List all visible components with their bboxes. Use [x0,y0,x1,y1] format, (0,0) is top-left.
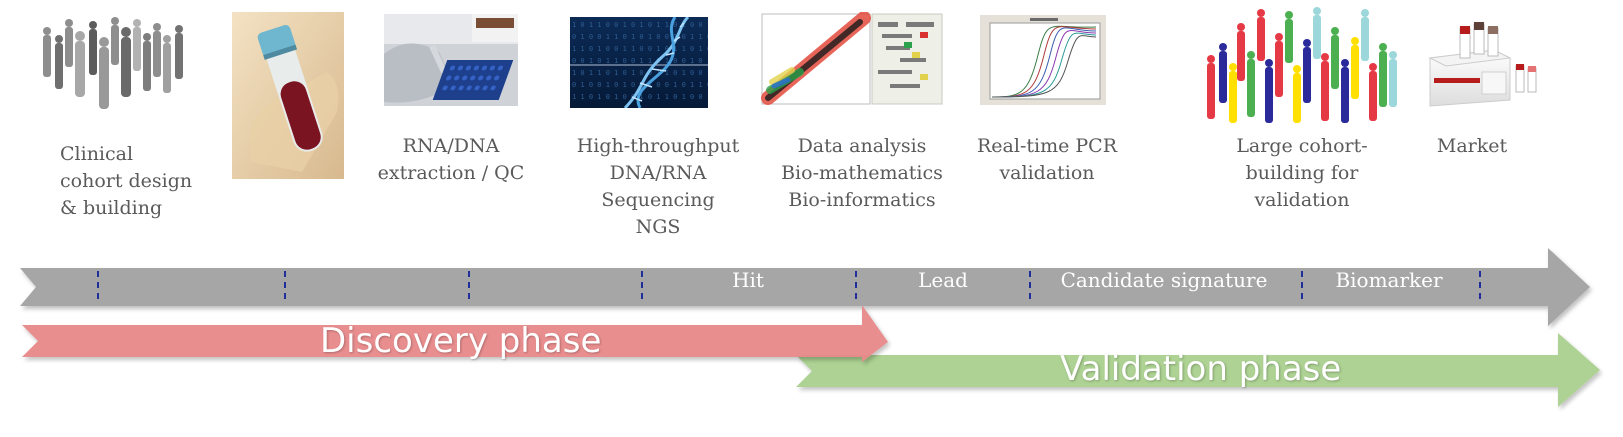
pipette-plate-icon [384,14,518,106]
step-line: DNA/RNA [609,162,707,184]
stage-label-hit: Hit [732,268,764,292]
step-label-sequencing: High-throughput DNA/RNA Sequencing NGS [560,133,756,241]
validation-phase-arrow [796,333,1600,407]
stage-label-candidate-signature: Candidate signature [1060,268,1268,292]
colorful-crowd-icon [1207,7,1397,123]
svg-text:0 1 0 0 1 1 0 1 0 1 0 0 1 0 1: 0 1 0 0 1 1 0 1 0 1 0 0 1 0 1 1 0 1 0 [572,33,708,41]
step-label-extraction: RNA/DNA extraction / QC [370,133,532,187]
stage-dividers [97,271,1481,303]
step-label-pcr: Real-time PCR validation [962,133,1132,187]
step-line: NGS [635,216,681,238]
validation-phase-label: Validation phase [1060,349,1342,389]
discovery-phase-arrow [22,305,888,362]
svg-text:1 0 1 1 0 0 1 0 1 0 1 1 0 1 0: 1 0 1 1 0 0 1 0 1 0 1 1 0 1 0 0 1 0 1 [572,21,708,29]
step-label-large-cohort: Large cohort- building for validation [1222,133,1382,214]
step-line: validation [999,162,1095,184]
step-line: Large cohort- [1236,135,1368,157]
pcr-curves-icon [980,15,1106,105]
svg-text:1 0 1 1 0 1 0 1 0 0 1 1 0 1 0: 1 0 1 1 0 1 0 1 0 0 1 1 0 1 0 0 1 0 1 [572,69,708,77]
dna-helix-icon: 1 0 1 1 0 0 1 0 1 0 1 1 0 1 0 0 1 0 1 0 … [570,17,708,108]
step-line: Sequencing [601,189,715,211]
blood-tube-icon [232,12,344,179]
step-line: Real-time PCR [976,135,1117,157]
timeline-arrow [20,248,1590,326]
step-line: extraction / QC [377,162,525,184]
step-line: Market [1436,135,1508,157]
step-line: RNA/DNA [402,135,500,157]
crowd-silhouettes-icon [43,17,183,109]
step-label-market: Market [1422,133,1522,160]
step-line: Data analysis [797,135,927,157]
step-label-analysis: Data analysis Bio-mathematics Bio-inform… [762,133,962,214]
step-line: Bio-mathematics [781,162,943,184]
step-line: validation [1254,189,1350,211]
discovery-phase-label: Discovery phase [320,321,602,361]
stage-label-lead: Lead [918,268,968,292]
scatter-plot-icon [760,12,944,106]
stage-label-biomarker: Biomarker [1335,268,1443,292]
step-line: cohort design [60,170,193,192]
step-line: Clinical [60,143,134,165]
svg-text:0 0 1 0 1 1 0 0 1 1 0 1 0 0 1: 0 0 1 0 1 1 0 0 1 1 0 1 0 0 1 0 1 1 0 [572,57,708,65]
product-kit-icon [1428,22,1537,107]
step-line: Bio-informatics [788,189,936,211]
step-line: & building [60,197,163,219]
step-label-cohort: Clinical cohort design & building [60,141,192,222]
svg-text:1 1 0 1 0 0 1 1 0 0 1 0 1 1 0: 1 1 0 1 0 0 1 1 0 0 1 0 1 1 0 1 0 0 1 [572,45,708,53]
step-line: High-throughput [576,135,740,157]
step-line: building for [1245,162,1359,184]
